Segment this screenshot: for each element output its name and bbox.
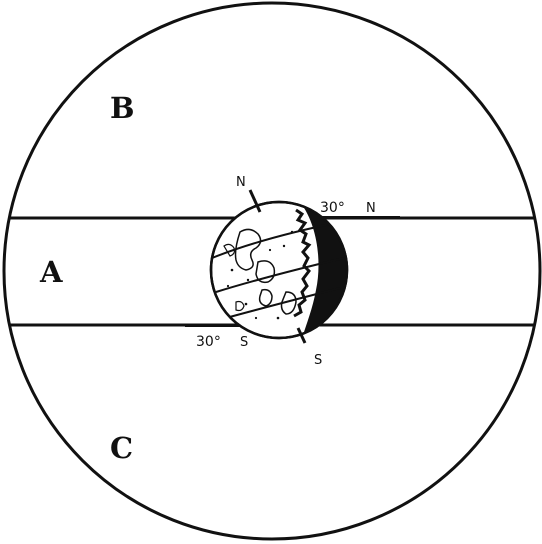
north-pole-label: N — [236, 175, 246, 190]
upper-latitude-dir: N — [366, 201, 376, 216]
upper-latitude-value: 30° — [320, 200, 345, 216]
region-label-bottom: C — [110, 431, 133, 465]
region-label-top: B — [110, 91, 135, 125]
lower-latitude-value: 30° — [196, 334, 221, 350]
region-label-middle: A — [39, 255, 63, 289]
lower-latitude-dir: S — [240, 335, 248, 350]
south-pole-label: S — [314, 353, 322, 368]
